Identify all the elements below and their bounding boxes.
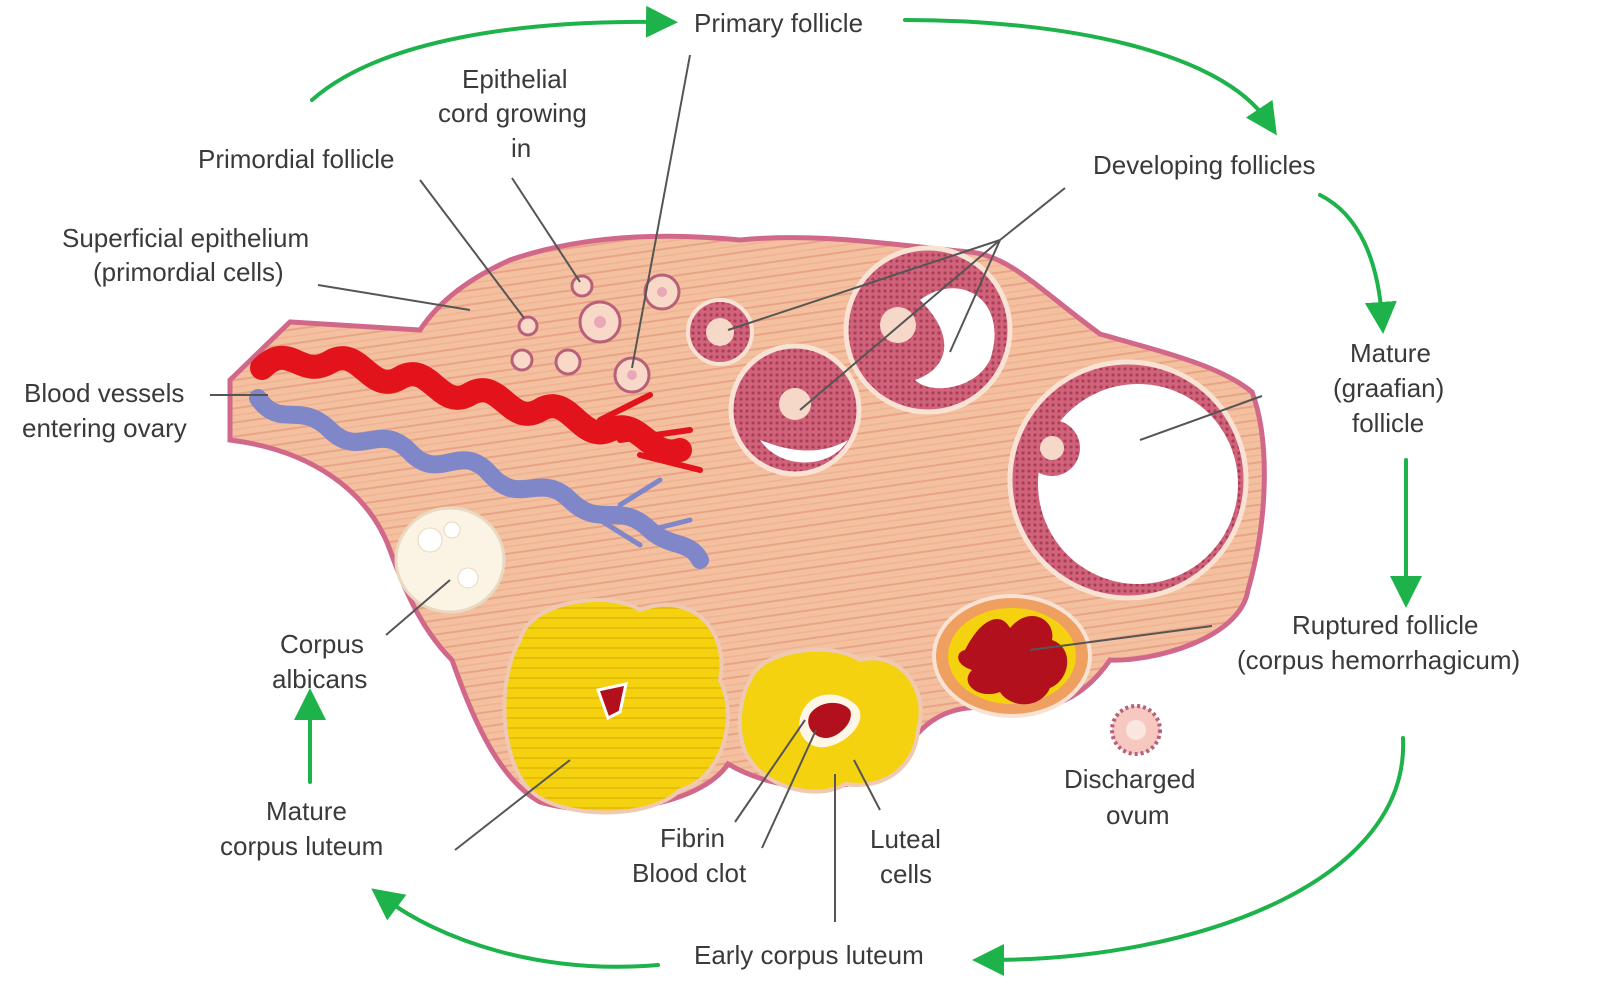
label-ruptured-follicle-line1: Ruptured follicle [1292, 610, 1479, 640]
label-luteal-cells-line2: cells [880, 859, 933, 889]
label-blood-vessels-line2: entering ovary [22, 413, 187, 443]
graafian-follicle [1007, 359, 1249, 601]
vein-branch [597, 477, 693, 548]
artery [250, 345, 692, 464]
label-blood-clot: Blood clot [632, 858, 747, 888]
label-mature-corpus-luteum-line2: corpus luteum [220, 831, 384, 861]
label-early-corpus-luteum: Early corpus luteum [694, 940, 924, 970]
cycle-arrows [294, 5, 1422, 976]
leader-lines [210, 54, 1263, 922]
label-luteal-cells-line1: Luteal [870, 824, 941, 854]
label-superficial-epithelium-line1: Superficial epithelium [62, 223, 310, 253]
label-primary-follicle: Primary follicle [694, 8, 864, 38]
ruptured-follicle [932, 594, 1092, 718]
developing-follicle-right [843, 245, 1013, 415]
label-mature-follicle-line1: Mature [1350, 338, 1431, 368]
label-mature-follicle-line3: follicle [1352, 408, 1425, 438]
label-blood-vessels-line1: Blood vessels [24, 378, 185, 408]
artery-branch [597, 392, 703, 473]
discharged-ovum [1110, 704, 1162, 756]
developing-follicle-left [728, 343, 862, 477]
label-discharged-ovum-line2: ovum [1106, 800, 1170, 830]
corpus-albicans [394, 506, 506, 614]
label-discharged-ovum-line1: Discharged [1064, 764, 1196, 794]
label-epithelial-cord-line3: in [511, 133, 532, 163]
label-corpus-albicans-line2: albicans [272, 664, 368, 694]
vein [249, 389, 709, 569]
label-mature-corpus-luteum-line1: Mature [266, 796, 347, 826]
cycle-arrow-to-primary [310, 5, 678, 102]
blood-vessels [249, 345, 709, 569]
label-epithelial-cord-line1: Epithelial [462, 64, 568, 94]
label-primordial-follicle: Primordial follicle [198, 144, 395, 174]
label-epithelial-cord-line2: cord growing [438, 98, 587, 128]
label-fibrin: Fibrin [660, 823, 726, 853]
label-developing-follicles: Developing follicles [1093, 150, 1316, 180]
label-corpus-albicans-line1: Corpus [280, 629, 364, 659]
early-corpus-luteum [737, 647, 923, 794]
label-superficial-epithelium-line2: (primordial cells) [93, 257, 284, 287]
mature-corpus-luteum [502, 598, 730, 815]
label-mature-follicle-line2: (graafian) [1333, 373, 1445, 403]
cycle-arrow-to-mature [1318, 193, 1397, 334]
cycle-arrow-to-developing [903, 18, 1277, 136]
label-ruptured-follicle-line2: (corpus hemorrhagicum) [1237, 645, 1521, 675]
cycle-arrow-to-early-cl [972, 736, 1406, 976]
cycle-arrow-to-mature-cl [371, 888, 660, 969]
developing-follicle-small [686, 298, 754, 366]
